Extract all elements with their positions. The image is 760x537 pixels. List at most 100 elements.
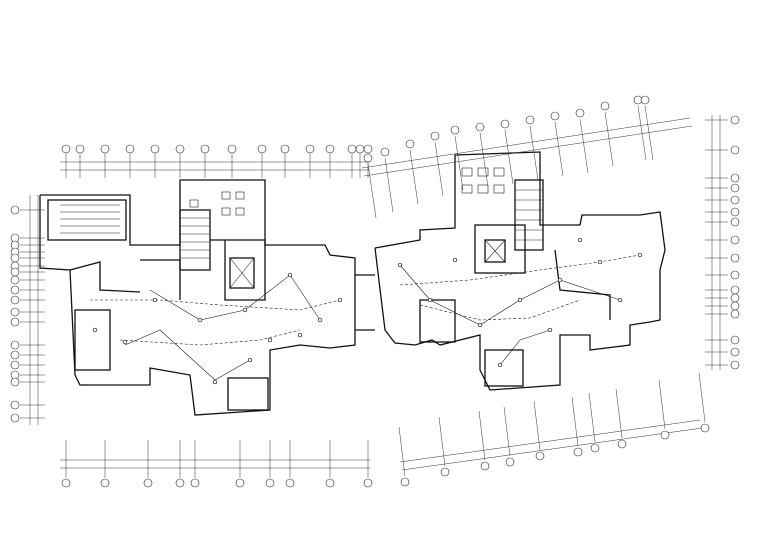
axis-bubble-left-18 [10, 413, 20, 423]
axis-bubble-top-left-3 [125, 144, 135, 154]
axis-bubble-bottom-left-6 [265, 478, 275, 488]
axis-bubble-left-6 [10, 267, 20, 277]
upper-left-room [47, 199, 127, 241]
axis-bubble-right-7 [730, 235, 740, 245]
axis-bubble-top-right-7 [525, 115, 535, 125]
axis-bubble-bottom-left-2 [143, 478, 153, 488]
axis-bubble-left-16 [10, 377, 20, 387]
axis-bubble-left-0 [10, 205, 20, 215]
left-inner-wall-2 [140, 259, 181, 300]
elevator-shaft-right [484, 239, 506, 263]
axis-bubble-right-1 [730, 145, 740, 155]
axis-bubble-bottom-left-3 [175, 478, 185, 488]
axis-bubble-bottom-left-9 [363, 478, 373, 488]
left-room-a [74, 309, 111, 371]
axis-bubble-bottom-right-6 [590, 443, 600, 453]
left-inner-wall-1 [69, 261, 141, 293]
left-circuit-2 [124, 329, 251, 381]
axis-bubble-right-14 [730, 335, 740, 345]
axis-bubble-bottom-right-8 [660, 430, 670, 440]
elevator-core-walls [210, 239, 266, 301]
axis-bubble-bottom-left-0 [61, 478, 71, 488]
left-wing [39, 179, 356, 416]
axis-bubble-right-3 [730, 183, 740, 193]
axis-bubble-top-left-1 [75, 144, 85, 154]
axis-bubble-right-15 [730, 347, 740, 357]
stair-right [514, 179, 544, 251]
axis-bubble-right-6 [730, 217, 740, 227]
axis-bubble-left-7 [10, 275, 20, 285]
axis-bubble-right-9 [730, 270, 740, 280]
axis-bubble-top-left-7 [227, 144, 237, 154]
axis-bubble-bottom-right-3 [505, 457, 515, 467]
right-outer-wall [374, 151, 666, 391]
axis-bubble-right-0 [730, 115, 740, 125]
right-circuit-2 [499, 329, 551, 366]
axis-bubble-left-9 [10, 295, 20, 305]
right-inner-wall [554, 249, 611, 320]
left-wiring-2 [119, 329, 301, 346]
axis-bubble-top-right-4 [450, 125, 460, 135]
connector [355, 274, 375, 331]
stair-treads-right [515, 189, 543, 241]
axis-bubble-bottom-right-7 [617, 439, 627, 449]
elevator-shaft-left [229, 257, 255, 289]
axis-bubble-left-11 [10, 317, 20, 327]
axis-bubble-right-5 [730, 207, 740, 217]
axis-bubble-bottom-right-0 [400, 477, 410, 487]
stair-treads-left [180, 217, 210, 259]
axis-bubble-left-12 [10, 340, 20, 350]
axis-bubble-right-12 [730, 301, 740, 311]
upper-left-stair-treads [60, 204, 120, 234]
axis-bubble-right-8 [730, 253, 740, 263]
axis-bubble-top-right-5 [475, 122, 485, 132]
axis-bubble-top-right-10 [600, 101, 610, 111]
axis-bubble-left-17 [10, 400, 20, 410]
axis-bubble-bottom-right-9 [700, 423, 710, 433]
axis-bubble-bottom-right-4 [535, 451, 545, 461]
left-wiring-1 [90, 299, 341, 311]
axis-bubble-top-right-12 [640, 95, 650, 105]
right-room-a [419, 299, 456, 343]
axis-bubble-left-8 [10, 285, 20, 295]
axis-bubble-bottom-left-4 [190, 478, 200, 488]
axis-bubble-right-11 [730, 293, 740, 303]
axis-bubble-left-4 [10, 253, 20, 263]
axis-bubble-left-10 [10, 307, 20, 317]
right-room-b [484, 349, 524, 387]
axis-bubble-top-left-8 [257, 144, 267, 154]
axis-bubble-left-13 [10, 350, 20, 360]
axis-bubble-top-left-0 [61, 144, 71, 154]
axis-bubble-top-right-9 [575, 108, 585, 118]
axis-bubble-top-left-10 [305, 144, 315, 154]
right-fixtures [397, 237, 643, 368]
right-wing [189, 151, 666, 391]
left-fixtures [92, 272, 343, 385]
right-wiring-1 [399, 254, 641, 286]
axis-bubble-top-left-12 [347, 144, 357, 154]
axis-bubble-bottom-right-1 [440, 467, 450, 477]
axis-bubble-right-10 [730, 285, 740, 295]
axis-bubble-top-right-8 [550, 111, 560, 121]
axis-bubble-top-left-4 [150, 144, 160, 154]
axis-bubble-right-16 [730, 360, 740, 370]
axis-bubble-top-left-14 [363, 144, 373, 154]
axis-bubble-top-left-9 [280, 144, 290, 154]
axis-bubble-left-14 [10, 360, 20, 370]
right-circuit-1 [399, 264, 621, 326]
axis-bubble-top-right-2 [405, 139, 415, 149]
dimension-lines [20, 105, 728, 478]
axis-bubble-bottom-left-1 [100, 478, 110, 488]
axis-bubble-top-left-13 [355, 144, 365, 154]
axis-bubble-right-2 [730, 173, 740, 183]
axis-bubble-bottom-left-8 [325, 478, 335, 488]
axis-bubble-bottom-left-7 [285, 478, 295, 488]
equipment-boxes [189, 167, 505, 216]
axis-bubble-top-left-5 [175, 144, 185, 154]
right-core-walls [474, 224, 526, 274]
right-wiring-2 [419, 299, 581, 321]
axis-bubble-top-right-3 [430, 131, 440, 141]
axis-bubbles [10, 95, 740, 488]
